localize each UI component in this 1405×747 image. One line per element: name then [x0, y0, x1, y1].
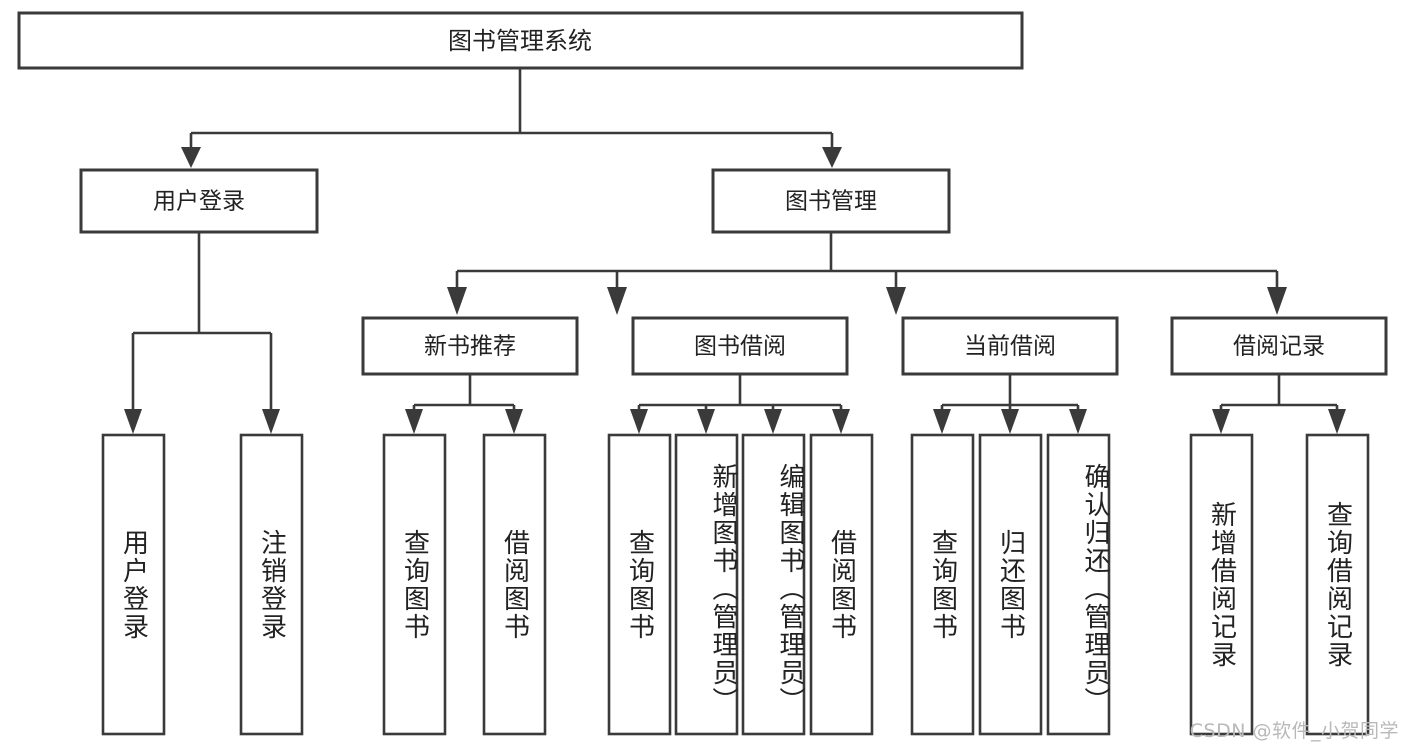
arrow-head-icon — [262, 409, 280, 434]
leaf-box-add-book-admin[interactable] — [674, 433, 739, 736]
node-borrow-book-label: 图书借阅 — [694, 334, 786, 360]
node-book-manage[interactable]: 图书管理 — [711, 168, 951, 234]
node-root-label: 图书管理系统 — [448, 27, 592, 55]
node-borrow-record-box[interactable] — [1170, 316, 1388, 376]
node-user-login[interactable]: 用户登录 — [79, 168, 319, 234]
leaf-box-edit-book-admin[interactable] — [741, 433, 806, 736]
arrow-head-icon — [607, 287, 627, 315]
node-new-book-box[interactable] — [361, 316, 579, 376]
node-current-borrow-label: 当前借阅 — [964, 334, 1056, 360]
arrow-head-icon — [933, 409, 951, 434]
arrow-head-icon — [697, 409, 715, 434]
leaf-box-borrow-book-2[interactable] — [809, 433, 874, 736]
arrow-head-icon — [1069, 409, 1087, 434]
node-borrow-book-box[interactable] — [631, 316, 849, 376]
arrow-head-icon — [1267, 287, 1287, 315]
watermark-text: CSDN @软件_小贺同学 — [1189, 720, 1399, 742]
node-borrow-book[interactable]: 图书借阅 — [631, 316, 849, 376]
node-current-borrow-box[interactable] — [901, 316, 1119, 376]
arrow-head-icon — [505, 409, 523, 434]
arrow-head-icon — [764, 409, 782, 434]
arrow-head-icon — [1001, 409, 1019, 434]
node-new-book-label: 新书推荐 — [424, 334, 516, 360]
node-new-book[interactable]: 新书推荐 — [361, 316, 579, 376]
node-borrow-record-label: 借阅记录 — [1233, 334, 1325, 360]
arrow-head-icon — [1328, 409, 1346, 434]
leaf-box-return-book[interactable] — [978, 433, 1043, 736]
node-borrow-record[interactable]: 借阅记录 — [1170, 316, 1388, 376]
leaf-box-query-borrow-record[interactable] — [1305, 433, 1370, 736]
node-book-manage-box[interactable] — [711, 168, 951, 234]
leaf-box-user-login[interactable] — [101, 433, 166, 736]
arrow-head-icon — [405, 409, 423, 434]
arrow-head-icon — [832, 409, 850, 434]
arrow-head-icon — [181, 147, 201, 168]
arrow-head-icon — [447, 287, 467, 315]
leaf-box-query-book-3[interactable] — [910, 433, 975, 736]
leaf-box-query-book-2[interactable] — [607, 433, 672, 736]
arrow-head-icon — [886, 287, 906, 315]
leaf-box-borrow-book-1[interactable] — [482, 433, 547, 736]
node-book-manage-label: 图书管理 — [785, 189, 877, 215]
leaf-box-confirm-return-admin[interactable] — [1046, 433, 1111, 736]
arrow-head-icon — [630, 409, 648, 434]
node-current-borrow[interactable]: 当前借阅 — [901, 316, 1119, 376]
leaf-box-add-borrow-record[interactable] — [1189, 433, 1254, 736]
node-user-login-label: 用户登录 — [153, 189, 245, 215]
node-root-box[interactable] — [17, 11, 1024, 70]
arrow-head-icon — [1212, 409, 1230, 434]
arrow-head-icon — [822, 147, 842, 168]
node-root[interactable]: 图书管理系统 — [17, 11, 1024, 70]
leaf-box-query-book-1[interactable] — [382, 433, 447, 736]
leaf-box-logout-login[interactable] — [239, 433, 304, 736]
arrow-head-icon — [124, 409, 142, 434]
